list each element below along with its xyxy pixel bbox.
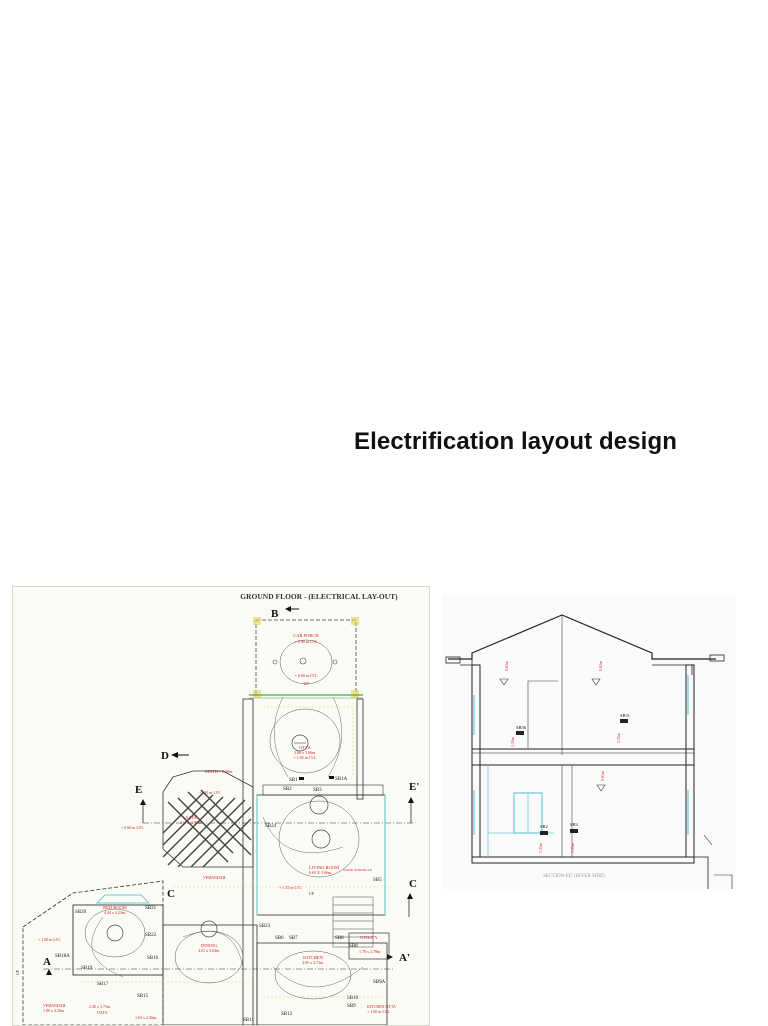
svg-text:SB1A: SB1A — [335, 777, 348, 782]
svg-text:+ 0.60 m LVL: + 0.60 m LVL — [295, 673, 318, 678]
arrow-icon — [408, 797, 414, 803]
arrow-icon — [387, 954, 393, 960]
svg-text:OATA: OATA — [97, 1010, 107, 1015]
svg-text:1.35m: 1.35m — [538, 842, 543, 853]
svg-text:SB1: SB1 — [289, 778, 298, 783]
svg-text:SB11: SB11 — [243, 1018, 254, 1023]
svg-text:SB31: SB31 — [620, 713, 630, 718]
svg-text:1.80 x 4.20m.: 1.80 x 4.20m. — [43, 1008, 65, 1013]
arrow-icon — [140, 799, 146, 805]
svg-text:SB22: SB22 — [145, 933, 157, 938]
svg-text:1.63 x 2.56m.: 1.63 x 2.56m. — [135, 1015, 157, 1020]
svg-text:4.01 x 3.04m.: 4.01 x 3.04m. — [198, 948, 220, 953]
ground-floor-electrical-plan: GROUND FLOOR - (ELECTRICAL LAY-OUT) B CA… — [12, 586, 430, 1026]
svg-text:0.61m: 0.61m — [600, 770, 605, 781]
svg-text:2.40 x 3.75m.: 2.40 x 3.75m. — [89, 1004, 111, 1009]
section-marker-b: B — [271, 608, 279, 620]
section-drawing: SB36 SB31 SB2 SB3 0.61m 0.61m 1.35m 1.35… — [445, 614, 733, 889]
svg-text:SB16: SB16 — [147, 956, 159, 961]
svg-text:+ 1.35 m LVL: + 1.35 m LVL — [279, 885, 302, 890]
svg-text:+ 1.00 m LVL: + 1.00 m LVL — [367, 1009, 390, 1014]
svg-text:4.40 x 4.23m.: 4.40 x 4.23m. — [104, 910, 126, 915]
bedroom-label: BED ROOM — [103, 905, 127, 910]
svg-text:SB20: SB20 — [75, 910, 87, 915]
svg-text:SB3: SB3 — [313, 788, 322, 793]
svg-text:4.95 x 4.73m.: 4.95 x 4.73m. — [302, 960, 324, 965]
svg-text:1.35m: 1.35m — [510, 736, 515, 747]
svg-text:SB24: SB24 — [265, 824, 277, 829]
svg-text:SB23: SB23 — [259, 924, 271, 929]
svg-text:SB9A: SB9A — [373, 980, 386, 985]
svg-text:+ 1.05 m LVL: + 1.05 m LVL — [294, 755, 317, 760]
svg-text:SB8: SB8 — [349, 944, 358, 949]
svg-text:UP: UP — [15, 969, 20, 975]
svg-text:SB17: SB17 — [97, 982, 109, 987]
svg-text:SB12: SB12 — [281, 1012, 293, 1017]
svg-text:1.35m: 1.35m — [570, 842, 575, 853]
svg-text:VERANDAH: VERANDAH — [43, 1003, 66, 1008]
svg-text:6.65 X 3.66m.: 6.65 X 3.66m. — [309, 870, 332, 875]
svg-text:VERANDAH: VERANDAH — [203, 875, 226, 880]
svg-text:SB36: SB36 — [516, 725, 527, 730]
svg-text:SB5: SB5 — [373, 878, 382, 883]
section-caption: SECTION-EE' (RIVER SIDE) — [543, 874, 605, 879]
svg-text:SB3: SB3 — [570, 822, 579, 827]
section-marker-c-right: C — [409, 878, 417, 890]
svg-text:SB21: SB21 — [145, 906, 157, 911]
aata-label: AATA — [185, 815, 197, 820]
arrow-icon — [407, 893, 413, 899]
kitchen-label: KITCHEN — [303, 955, 323, 960]
svg-text:SB10: SB10 — [347, 996, 359, 1001]
svg-text:1.35m: 1.35m — [616, 732, 621, 743]
svg-text:SB19: SB19 — [81, 966, 93, 971]
svg-text:+ 1.00 m LVL: + 1.00 m LVL — [38, 937, 61, 942]
svg-text:+ 0.60 m LVL: + 0.60 m LVL — [121, 825, 144, 830]
svg-text:STAIR SCHEDULE: STAIR SCHEDULE — [343, 868, 372, 872]
plan-drawing: GROUND FLOOR - (ELECTRICAL LAY-OUT) B CA… — [15, 592, 419, 1025]
svg-text:SB2: SB2 — [540, 824, 548, 829]
page-title: Electrification layout design — [354, 428, 677, 455]
svg-text:+ 0.00 m LVL: + 0.00 m LVL — [295, 639, 318, 644]
dining-label: DINING — [201, 943, 218, 948]
living-room-label: LIVING ROOM — [309, 865, 339, 870]
svg-text:SB6: SB6 — [275, 936, 284, 941]
arrow-icon — [285, 606, 291, 612]
svg-text:SB7: SB7 — [289, 936, 298, 941]
plan-heading: GROUND FLOOR - (ELECTRICAL LAY-OUT) — [240, 592, 398, 601]
section-marker-a: A — [43, 956, 51, 968]
svg-text:KITCHEN OTTA: KITCHEN OTTA — [367, 1004, 396, 1009]
svg-text:SB18A: SB18A — [55, 954, 70, 959]
section-marker-c: C — [167, 888, 175, 900]
otta-label: OTTA — [299, 745, 311, 750]
utility-label: UTILITY — [360, 935, 378, 940]
section-marker-e-prime: E' — [409, 781, 419, 793]
svg-text:+1.05 m LVL: +1.05 m LVL — [199, 790, 221, 795]
svg-text:0.61m: 0.61m — [598, 660, 603, 671]
svg-text:SB8: SB8 — [335, 936, 344, 941]
svg-text:UP: UP — [309, 891, 315, 896]
arrow-icon — [46, 969, 52, 975]
section-marker-a-prime: A' — [399, 952, 410, 964]
arrow-icon — [171, 752, 178, 758]
svg-text:SB15: SB15 — [137, 994, 149, 999]
section-marker-d: D — [161, 750, 169, 762]
section-ee-drawing: SB36 SB31 SB2 SB3 0.61m 0.61m 1.35m 1.35… — [442, 595, 736, 889]
svg-text:SB2: SB2 — [283, 787, 292, 792]
svg-text:SB9: SB9 — [347, 1004, 356, 1009]
svg-text:3.66 x 3.66m.: 3.66 x 3.66m. — [294, 750, 316, 755]
svg-text:0.61m: 0.61m — [504, 660, 509, 671]
section-marker-e: E — [135, 784, 142, 796]
svg-text:DEPTH = 0.90m.: DEPTH = 0.90m. — [205, 769, 233, 774]
svg-text:3.67 x 3.90m.: 3.67 x 3.90m. — [180, 820, 202, 825]
svg-text:1.78 x 2.78m.: 1.78 x 2.78m. — [359, 949, 381, 954]
svg-text:UP: UP — [303, 681, 309, 686]
car-porch-label: CAR PORCH — [293, 633, 319, 638]
